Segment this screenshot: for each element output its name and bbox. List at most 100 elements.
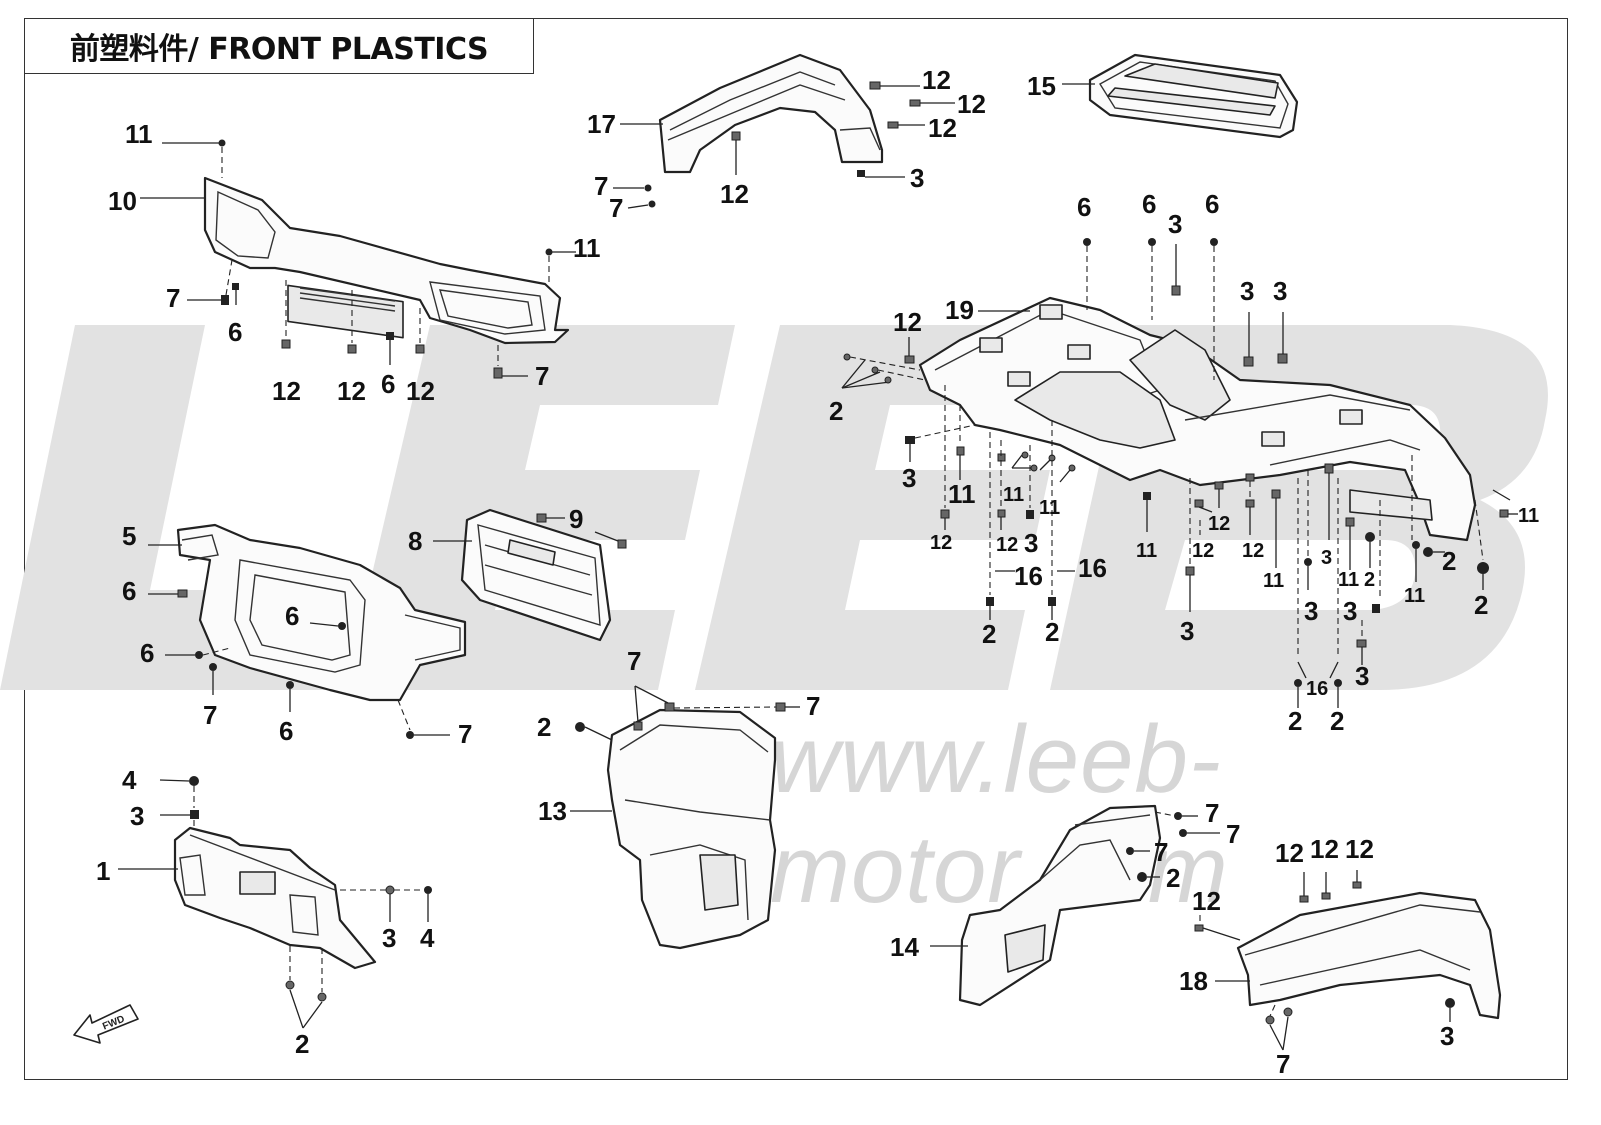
callout-3: 3 bbox=[1024, 528, 1038, 558]
callout-12: 12 bbox=[406, 376, 435, 406]
callout-8: 8 bbox=[408, 526, 422, 556]
callout-12: 12 bbox=[893, 307, 922, 337]
callout-2: 2 bbox=[1364, 569, 1375, 591]
callout-11: 11 bbox=[1518, 505, 1539, 527]
callout-14: 14 bbox=[890, 932, 919, 962]
part-15-storage-lid bbox=[1088, 53, 1299, 139]
callout-12: 12 bbox=[1192, 540, 1214, 562]
callout-6: 6 bbox=[1077, 192, 1091, 222]
part-19-front-fender-body bbox=[918, 296, 1477, 542]
callout-2: 2 bbox=[829, 396, 843, 426]
callout-4: 4 bbox=[122, 765, 137, 795]
callout-2: 2 bbox=[1166, 863, 1180, 893]
callout-11: 11 bbox=[1039, 497, 1060, 519]
callout-7: 7 bbox=[594, 171, 608, 201]
callout-11: 11 bbox=[125, 119, 153, 149]
callout-11: 11 bbox=[1404, 585, 1425, 607]
callout-19: 19 bbox=[945, 295, 974, 325]
part-1-lower-bumper bbox=[173, 826, 377, 970]
callout-12: 12 bbox=[1242, 540, 1264, 562]
part-5-grille-surround bbox=[176, 523, 467, 702]
callout-6: 6 bbox=[140, 638, 154, 668]
callout-2: 2 bbox=[1474, 590, 1488, 620]
callout-7: 7 bbox=[1226, 819, 1240, 849]
callout-7: 7 bbox=[1276, 1049, 1290, 1079]
part-10-front-bumper bbox=[203, 176, 570, 345]
callout-12: 12 bbox=[928, 113, 957, 143]
callout-12: 12 bbox=[272, 376, 301, 406]
callout-13: 13 bbox=[538, 796, 567, 826]
fwd-arrow-icon: FWD bbox=[73, 1004, 139, 1044]
callout-7: 7 bbox=[458, 719, 472, 749]
callout-3: 3 bbox=[1168, 209, 1182, 239]
callout-15: 15 bbox=[1027, 71, 1056, 101]
part-18-fender-side bbox=[1236, 891, 1502, 1020]
callout-2: 2 bbox=[1442, 546, 1456, 576]
callout-12: 12 bbox=[930, 532, 952, 554]
callout-labels: 1 2 3 4 3 4 5 6 6 6 6 7 7 8 9 10 11 11 7… bbox=[96, 65, 1539, 1079]
callout-18: 18 bbox=[1179, 966, 1208, 996]
callout-7: 7 bbox=[1205, 798, 1219, 828]
callout-7: 7 bbox=[627, 646, 641, 676]
callout-3: 3 bbox=[910, 163, 924, 193]
callout-1: 1 bbox=[96, 856, 110, 886]
callout-2: 2 bbox=[537, 712, 551, 742]
callout-12: 12 bbox=[996, 534, 1018, 556]
callout-11: 11 bbox=[948, 479, 976, 509]
callout-10: 10 bbox=[108, 186, 137, 216]
callout-3: 3 bbox=[1321, 547, 1332, 569]
callout-12: 12 bbox=[957, 89, 986, 119]
callout-16: 16 bbox=[1014, 561, 1043, 591]
callout-11: 11 bbox=[573, 233, 601, 263]
part-17-fender-flare bbox=[658, 53, 884, 174]
callout-3: 3 bbox=[1440, 1021, 1454, 1051]
callout-11: 11 bbox=[1003, 484, 1024, 506]
callout-12: 12 bbox=[922, 65, 951, 95]
callout-6: 6 bbox=[381, 369, 395, 399]
callout-3: 3 bbox=[902, 463, 916, 493]
callout-11: 11 bbox=[1136, 540, 1157, 562]
callout-7: 7 bbox=[166, 283, 180, 313]
callout-3: 3 bbox=[1355, 661, 1369, 691]
callout-7: 7 bbox=[806, 691, 820, 721]
callout-12: 12 bbox=[337, 376, 366, 406]
callout-5: 5 bbox=[122, 521, 136, 551]
callout-6: 6 bbox=[285, 601, 299, 631]
part-13-inner-fender bbox=[606, 708, 777, 950]
callout-6: 6 bbox=[1205, 189, 1219, 219]
callout-7: 7 bbox=[203, 700, 217, 730]
callout-12: 12 bbox=[720, 179, 749, 209]
callout-12: 12 bbox=[1310, 834, 1339, 864]
callout-3: 3 bbox=[382, 923, 396, 953]
callout-7: 7 bbox=[609, 193, 623, 223]
callout-12: 12 bbox=[1192, 886, 1221, 916]
callout-4: 4 bbox=[420, 923, 435, 953]
callout-17: 17 bbox=[587, 109, 616, 139]
callout-3: 3 bbox=[1273, 276, 1287, 306]
callout-11: 11 bbox=[1338, 569, 1359, 591]
callout-12: 12 bbox=[1208, 513, 1230, 535]
callout-3: 3 bbox=[1240, 276, 1254, 306]
callout-12: 12 bbox=[1345, 834, 1374, 864]
callout-9: 9 bbox=[569, 504, 583, 534]
callout-12: 12 bbox=[1275, 838, 1304, 868]
callout-16: 16 bbox=[1306, 678, 1328, 700]
callout-3: 3 bbox=[1343, 596, 1357, 626]
page-title: 前塑料件/ FRONT PLASTICS bbox=[24, 18, 534, 74]
part-14-splash-panel bbox=[958, 804, 1162, 1007]
part-8-grille-insert bbox=[460, 508, 612, 642]
callout-6: 6 bbox=[228, 317, 242, 347]
callout-7: 7 bbox=[535, 361, 549, 391]
callout-3: 3 bbox=[1304, 596, 1318, 626]
callout-2: 2 bbox=[295, 1029, 309, 1059]
callout-7: 7 bbox=[1154, 837, 1168, 867]
callout-11: 11 bbox=[1263, 570, 1284, 592]
callout-2: 2 bbox=[982, 619, 996, 649]
callout-3: 3 bbox=[1180, 616, 1194, 646]
callout-16: 16 bbox=[1078, 553, 1107, 583]
callout-6: 6 bbox=[122, 576, 136, 606]
callout-2: 2 bbox=[1330, 706, 1344, 736]
callout-6: 6 bbox=[279, 716, 293, 746]
callout-2: 2 bbox=[1045, 617, 1059, 647]
